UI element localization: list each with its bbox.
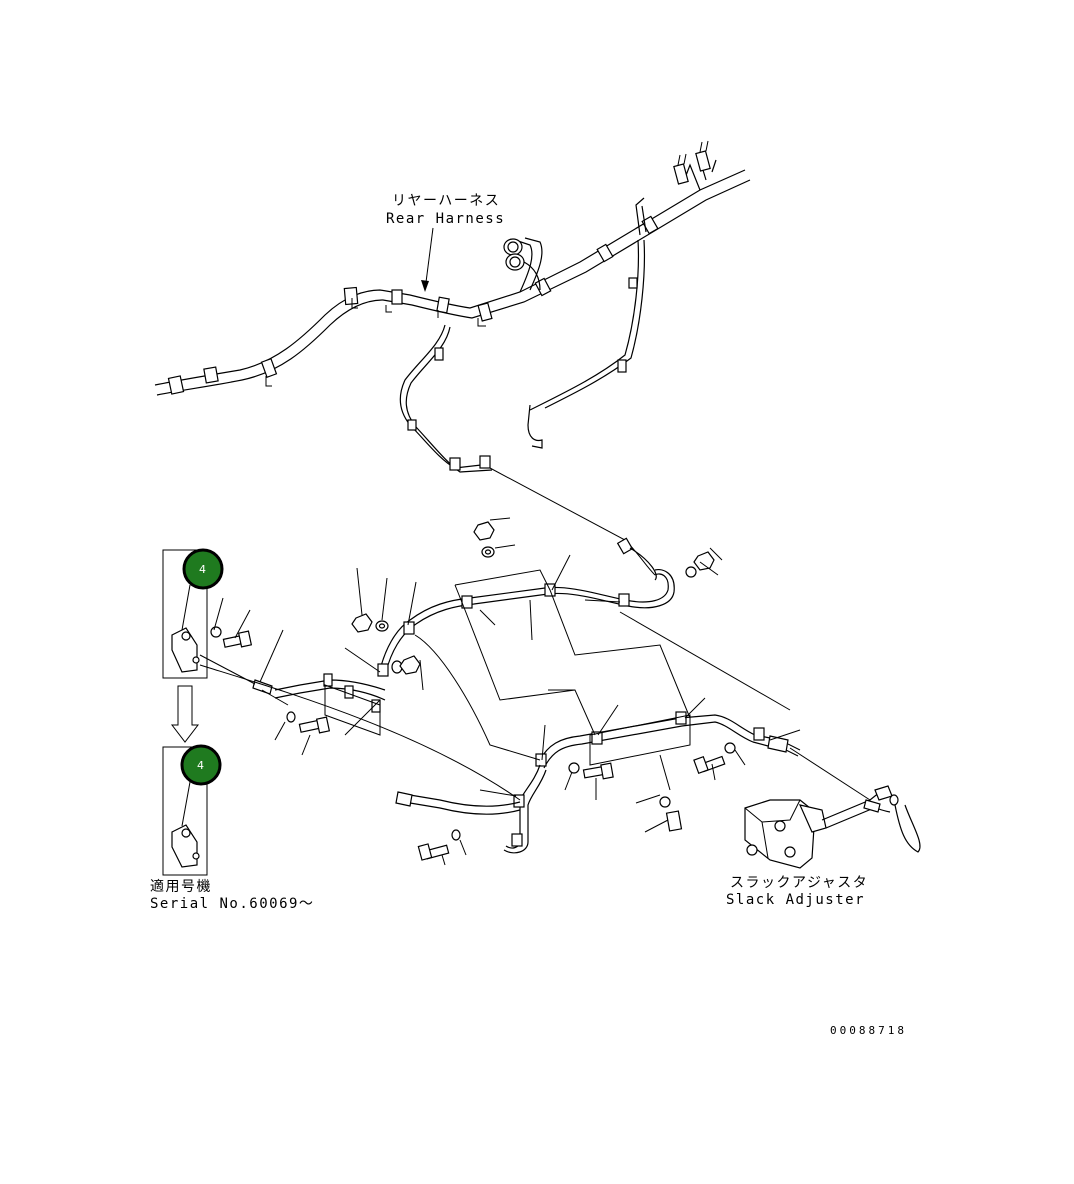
bolt-2 <box>286 711 331 734</box>
rear-harness-leader <box>424 227 434 291</box>
item-badge-1[interactable]: 4 <box>182 548 224 590</box>
rear-harness-arrow-icon <box>421 280 429 292</box>
bolt-4 <box>693 742 736 775</box>
bolt-3 <box>568 762 614 780</box>
slack-adjuster-label-jp: スラックアジャスタ <box>730 875 868 891</box>
serial-label-en: Serial No.60069〜 <box>150 896 314 912</box>
rear-harness-assembly <box>154 140 751 576</box>
item-badge-2[interactable]: 4 <box>180 744 222 786</box>
rear-harness-label-en: Rear Harness <box>386 211 505 227</box>
drawing-number: 00088718 <box>830 1024 907 1037</box>
slack-adjuster-label-en: Slack Adjuster <box>726 892 865 908</box>
bolt-6 <box>417 829 461 861</box>
badge-2-text: 4 <box>197 759 204 772</box>
bolt-5 <box>659 796 683 832</box>
serial-label-jp: 適用号機 <box>150 878 212 895</box>
rear-harness-label-jp: リヤーハーネス <box>392 193 500 209</box>
bracket-detail-inset <box>162 549 208 876</box>
bolt-1 <box>210 626 253 648</box>
badge-1-text: 4 <box>199 563 206 576</box>
down-arrow-icon <box>170 685 200 743</box>
lower-harness-assembly <box>199 517 871 866</box>
slack-adjuster <box>744 785 921 869</box>
